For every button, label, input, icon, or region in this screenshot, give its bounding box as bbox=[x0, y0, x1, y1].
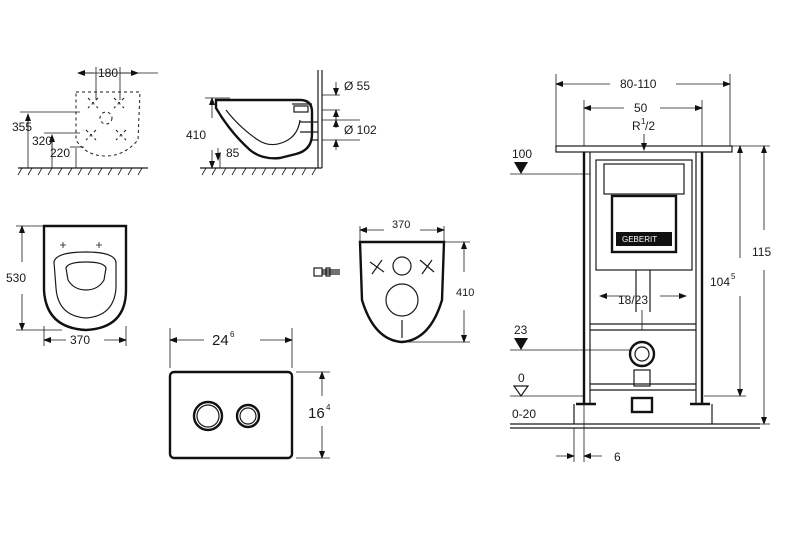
level-100-label: 100 bbox=[512, 147, 532, 161]
dim-410-label: 410 bbox=[186, 128, 206, 142]
dim-115-label: 115 bbox=[752, 245, 771, 259]
wc-side-view: Ø 55 Ø 102 410 85 bbox=[186, 70, 377, 176]
dim-320-label: 320 bbox=[32, 134, 52, 148]
dim-355-label: 355 bbox=[12, 120, 32, 134]
dim-24-sup: 6 bbox=[230, 330, 235, 339]
dim-6-label: 6 bbox=[614, 450, 621, 464]
connection-r-sup: 1 bbox=[641, 117, 646, 126]
geberit-logo-text: GEBERIT bbox=[622, 235, 657, 244]
dim-220-label: 220 bbox=[50, 146, 70, 160]
dim-104-sup: 5 bbox=[731, 272, 736, 281]
dim-diameter-102-label: Ø 102 bbox=[344, 123, 377, 137]
dim-530-label: 530 bbox=[6, 271, 26, 285]
dim-plate-370-label: 370 bbox=[392, 219, 410, 231]
insulation-plate bbox=[358, 240, 446, 344]
dim-50-label: 50 bbox=[634, 101, 648, 115]
cistern-outline bbox=[595, 159, 693, 271]
dim-180-label: 180 bbox=[98, 66, 118, 80]
dim-104-label: 104 bbox=[710, 275, 730, 289]
fixing-bolt bbox=[313, 267, 340, 277]
level-23-label: 23 bbox=[514, 323, 528, 337]
flush-plate-view: 24 6 16 4 bbox=[168, 328, 331, 460]
dim-plate-410-label: 410 bbox=[456, 287, 474, 299]
dim-24-label: 24 bbox=[212, 332, 229, 349]
wc-front-view: 180 355 320 220 bbox=[12, 66, 158, 176]
connection-r-label: R bbox=[632, 119, 641, 133]
dim-85-label: 85 bbox=[226, 146, 240, 160]
mounting-plate-view: 370 410 bbox=[313, 219, 474, 344]
dim-16-label: 16 bbox=[308, 405, 325, 422]
dim-370-label: 370 bbox=[70, 333, 90, 347]
dim-diameter-55-label: Ø 55 bbox=[344, 79, 370, 93]
dim-80-110-label: 80-110 bbox=[620, 77, 657, 91]
geberit-logo bbox=[616, 232, 672, 246]
dim-16-sup: 4 bbox=[326, 403, 331, 412]
installation-frame-view: 80-110 50 R 1 /2 GEBERIT bbox=[510, 74, 771, 464]
level-0-label: 0 bbox=[518, 371, 525, 385]
wc-top-view: 530 370 bbox=[6, 224, 128, 347]
floor-range-label: 0-20 bbox=[512, 407, 536, 421]
flush-button-large bbox=[192, 400, 224, 432]
connection-r-sub: /2 bbox=[645, 119, 655, 133]
dim-18-23-label: 18/23 bbox=[618, 293, 648, 307]
flush-plate bbox=[168, 370, 294, 460]
drain-connection bbox=[628, 340, 656, 368]
flush-button-small bbox=[235, 403, 261, 429]
